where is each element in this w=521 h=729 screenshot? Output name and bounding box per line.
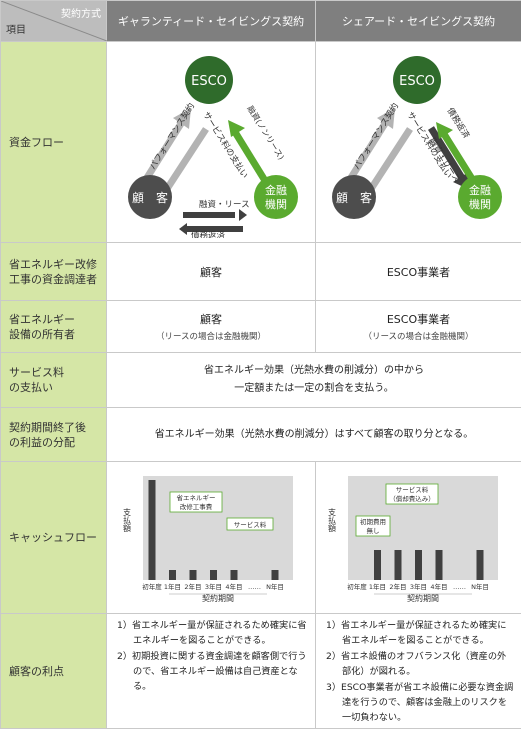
tick-label: 4年目 (225, 582, 242, 591)
tick-label: …… (453, 583, 466, 591)
cashflow-bar (477, 550, 484, 580)
row-label-service: サービス料 の支払い (1, 353, 107, 408)
service-note-1: サービス料 (396, 485, 429, 494)
cashflow-bar (272, 570, 279, 580)
tick-label: N年目 (471, 582, 489, 591)
service-note: サービス料 (234, 520, 267, 529)
benefits-col1: 1）省エネルギー量が保証されるため確実に省エネルギーを図ることができる。 2）初… (107, 614, 316, 729)
owner-col1: 顧客 （リースの場合は金融機関） (107, 301, 316, 353)
y-axis-label: 支払額 (123, 507, 132, 533)
row-label-owner: 省エネルギー 設備の所有者 (1, 301, 107, 353)
upfront-note-1: 省エネルギー (177, 493, 216, 502)
cashflow-bar (190, 570, 197, 580)
row-label-end: 契約期間終了後 の利益の分配 (1, 408, 107, 462)
upfront-note-2: 改修工事費 (180, 502, 213, 511)
performance-label: パフォーマンス契約 (147, 101, 197, 172)
initial-note-1: 初期費用 (360, 517, 386, 526)
x-axis-label: 契約期間 (202, 593, 234, 603)
header-guaranteed: ギャランティード・セイビングス契約 (107, 1, 316, 42)
performance-label: パフォーマンス契約 (351, 101, 401, 172)
cashflow-bar (395, 550, 402, 580)
esco-label: ESCO (191, 74, 227, 89)
finance-label-2: 機関 (469, 197, 491, 211)
customer-label: 顧 客 (132, 190, 168, 205)
cashflow-bar (210, 570, 217, 580)
row-label-cashflow: キャッシュフロー (1, 462, 107, 614)
benefits-col2: 1）省エネルギー量が保証されるため確実に省エネルギーを図ることができる。 2）省… (316, 614, 521, 729)
cashflow-bar (149, 480, 156, 580)
benefit-item: 1）省エネルギー量が保証されるため確実に省エネルギーを図ることができる。 (326, 618, 515, 648)
benefit-item: 2）初期投資に関する資金調達を顧客側で行うので、省エネルギー設備は自己資産となる… (117, 649, 309, 694)
fund-col1: 顧客 (107, 243, 316, 301)
item-label: 項目 (6, 21, 26, 36)
finance-label-2: 機関 (265, 197, 287, 211)
tick-label: 1年目 (369, 582, 386, 591)
y-axis-label: 支払額 (328, 507, 337, 533)
cashflow-bar (231, 570, 238, 580)
initial-note-2: 無し (367, 526, 380, 535)
tick-label: …… (248, 583, 261, 591)
benefit-item: 2）省エネ設備のオフバランス化（資産の外部化）が図れる。 (326, 649, 515, 679)
flow-diagram-shared: ESCO 顧 客 金融 機関 パフォーマンス契約 サービス料の支払い 債務返済 … (316, 42, 521, 243)
row-label-flow: 資金フロー (1, 42, 107, 243)
benefit-item: 3）ESCO事業者が省エネ設備に必要な資金調達を行うので、顧客は金融上のリスクを… (326, 680, 515, 725)
contract-type-label: 契約方式 (61, 5, 101, 20)
loan-lease-label: 融資・リース (199, 199, 250, 210)
finance-node (458, 175, 502, 219)
finance-label-1: 金融 (469, 183, 491, 197)
end-text: 省エネルギー効果（光熱水費の削減分）はすべて顧客の取り分となる。 (107, 408, 521, 462)
header-shared: シェアード・セイビングス契約 (316, 1, 521, 42)
tick-label: 4年目 (430, 582, 447, 591)
row-label-benefits: 顧客の利点 (1, 614, 107, 729)
tick-label: N年目 (266, 582, 284, 591)
owner-col2: ESCO事業者 （リースの場合は金融機関） (316, 301, 521, 353)
debt-label: 債務返済 (191, 230, 226, 238)
loan-lease-arrow (183, 209, 247, 221)
cashflow-bar (436, 550, 443, 580)
tick-label: 初年度 (142, 582, 162, 591)
tick-label: 3年目 (410, 582, 427, 591)
row-label-fund: 省エネルギー改修 工事の資金調達者 (1, 243, 107, 301)
tick-label: 1年目 (164, 582, 181, 591)
service-text: 省エネルギー効果（光熱水費の削減分）の中から 一定額または一定の割合を支払う。 (107, 353, 521, 408)
flow-diagram-guaranteed: ESCO 顧 客 金融 機関 パフォーマンス契約 サービス料の支払い 融資(ノン… (107, 42, 316, 243)
customer-label: 顧 客 (336, 190, 372, 205)
cashflow-bar (415, 550, 422, 580)
tick-label: 3年目 (205, 582, 222, 591)
x-axis-label: 契約期間 (407, 593, 439, 603)
tick-label: 2年目 (184, 582, 201, 591)
header-corner: 契約方式 項目 (1, 1, 107, 42)
tick-label: 初年度 (347, 582, 367, 591)
esco-label: ESCO (399, 74, 435, 89)
finance-node (254, 175, 298, 219)
fund-col2: ESCO事業者 (316, 243, 521, 301)
cashflow-bar (169, 570, 176, 580)
cashflow-bar (374, 550, 381, 580)
service-note-2: （償却費込み） (389, 494, 435, 503)
finance-label-1: 金融 (265, 183, 287, 197)
benefit-item: 1）省エネルギー量が保証されるため確実に省エネルギーを図ることができる。 (117, 618, 309, 648)
tick-label: 2年目 (389, 582, 406, 591)
